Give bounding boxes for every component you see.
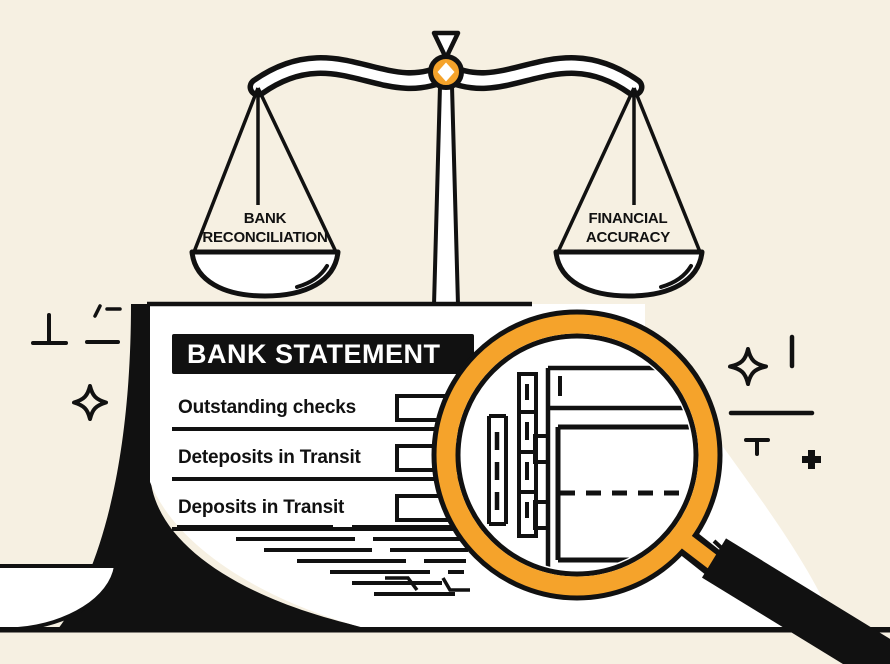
scale-stand <box>431 84 461 307</box>
sparkle-icon <box>72 384 108 421</box>
plus-icon <box>802 450 821 469</box>
ground-line <box>0 627 890 633</box>
lens-rim <box>435 313 719 597</box>
scale-finial <box>431 30 461 61</box>
sparkle-icon <box>728 347 768 386</box>
balance-scale-icon <box>189 30 705 307</box>
corner-curl <box>0 564 119 631</box>
text-ticks <box>385 576 470 592</box>
statement-title-bar <box>172 334 474 374</box>
magnifying-glass-icon <box>431 309 890 664</box>
tally-marks-icon <box>728 334 815 456</box>
text-lines <box>177 525 470 596</box>
tally-marks-icon <box>31 304 122 345</box>
magnifier-handle <box>701 538 890 664</box>
scale-strings <box>192 87 702 253</box>
page-curl <box>58 304 372 629</box>
